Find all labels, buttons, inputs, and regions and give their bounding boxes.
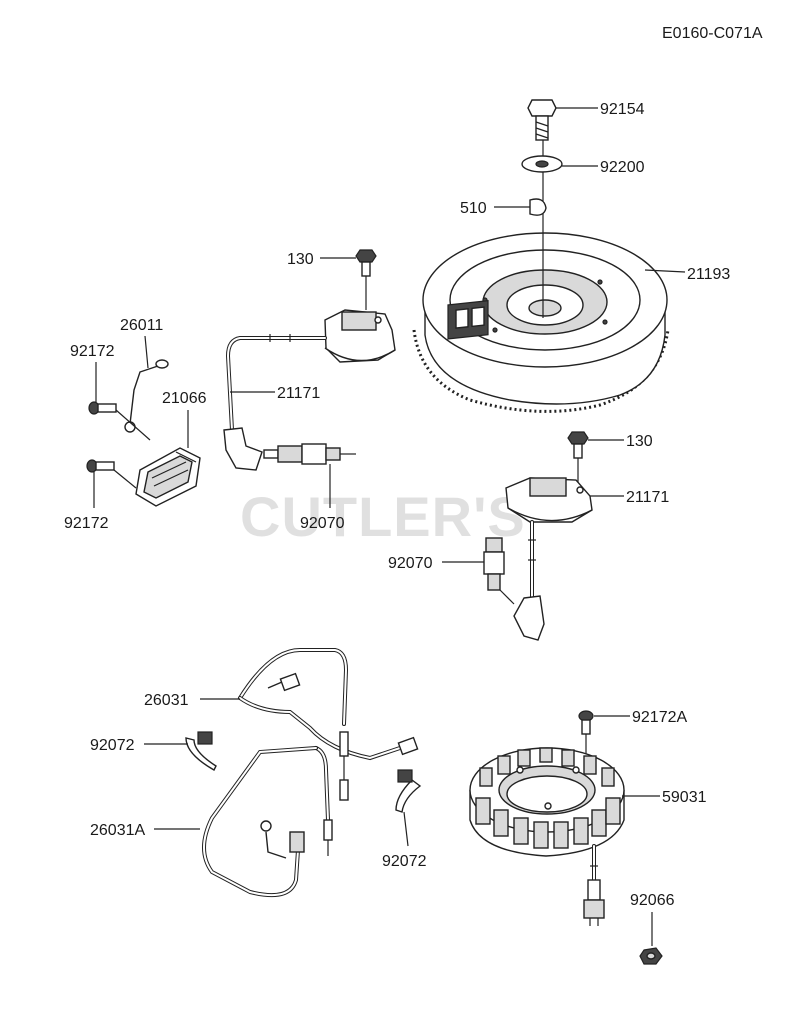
callout-92066: 92066 <box>630 892 675 909</box>
stator-59031 <box>469 747 625 926</box>
ignition-coil-right <box>505 477 593 523</box>
diagram-code: E0160-C071A <box>662 25 763 42</box>
watermark: CUTLER'S <box>240 485 526 548</box>
screw-130-left <box>355 249 377 310</box>
screw-130-right <box>567 431 589 490</box>
key-510 <box>529 198 547 216</box>
plug-cap-left <box>223 427 263 471</box>
callout-92172-lower: 92172 <box>64 515 109 532</box>
callout-21193: 21193 <box>687 266 730 283</box>
callout-92072-left: 92072 <box>90 737 135 754</box>
leader-26011 <box>144 335 149 369</box>
callout-510: 510 <box>460 200 487 217</box>
clamp-92072-left <box>185 731 217 771</box>
callout-92154: 92154 <box>600 101 645 118</box>
nut-92066 <box>639 947 663 965</box>
ignition-coil-left <box>324 309 396 363</box>
washer-92200 <box>521 155 563 173</box>
screw-92172-upper <box>88 401 117 415</box>
callout-21171-left: 21171 <box>277 385 320 402</box>
ht-lead-left <box>225 336 327 432</box>
callout-92172A: 92172A <box>632 709 687 726</box>
callout-26011: 26011 <box>120 317 163 334</box>
plug-cap-right <box>513 595 545 641</box>
clamp-92072-right <box>395 769 422 813</box>
callout-21066: 21066 <box>162 390 207 407</box>
callout-21171-right: 21171 <box>626 489 669 506</box>
bolt-92154 <box>527 99 557 141</box>
leader-21193 <box>644 269 686 273</box>
callout-92072-right: 92072 <box>382 853 427 870</box>
callout-130-right: 130 <box>626 433 653 450</box>
module-21066 <box>135 447 201 507</box>
harness-26031A <box>202 746 333 897</box>
callout-59031: 59031 <box>662 789 707 806</box>
callout-92070-left: 92070 <box>300 515 345 532</box>
harness-26031 <box>238 648 419 801</box>
callout-92172-upper: 92172 <box>70 343 115 360</box>
callout-26031A: 26031A <box>90 822 145 839</box>
callout-130-left: 130 <box>287 251 314 268</box>
callout-92070-right: 92070 <box>388 555 433 572</box>
callout-26031: 26031 <box>144 692 189 709</box>
callout-92200: 92200 <box>600 159 645 176</box>
leader-92072-right <box>403 811 409 847</box>
screw-92172-lower <box>86 459 115 473</box>
spark-plug-left <box>263 443 356 465</box>
ground-wire-26011 <box>124 359 169 433</box>
flywheel-21193 <box>412 232 670 413</box>
spark-plug-right <box>483 537 515 605</box>
